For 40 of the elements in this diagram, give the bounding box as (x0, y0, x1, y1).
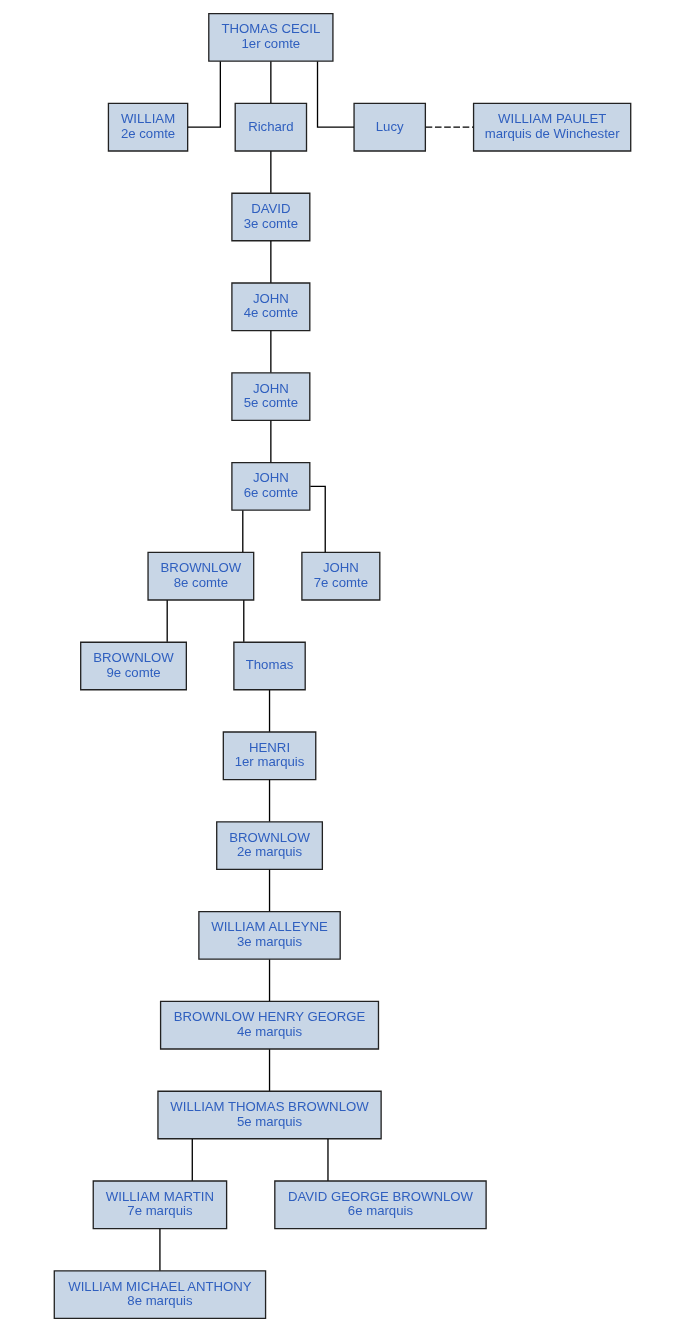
node-box: BROWNLOW 2e marquis (216, 821, 324, 871)
node-box: HENRI 1er marquis (222, 731, 317, 781)
node-box: WILLIAM THOMAS BROWNLOW 5e marquis (157, 1090, 382, 1140)
node-box: JOHN 6e comte (231, 461, 311, 511)
connector (242, 509, 244, 553)
node-box: JOHN 5e comte (231, 372, 311, 422)
connector (327, 1138, 329, 1182)
node-box: WILLIAM MARTIN 7e marquis (92, 1180, 228, 1230)
node-box: JOHN 7e comte (301, 551, 381, 601)
connector (270, 150, 272, 194)
connector (268, 689, 271, 733)
connector (425, 126, 474, 128)
node-box: DAVID GEORGE BROWNLOW 6e marquis (274, 1180, 487, 1230)
connector (270, 330, 272, 374)
node-box: BROWNLOW HENRY GEORGE 4e marquis (159, 1000, 380, 1050)
connector (268, 869, 271, 912)
node-box: JOHN 4e comte (231, 282, 311, 332)
connector (268, 958, 271, 1002)
connector (268, 779, 271, 823)
connector (166, 599, 168, 643)
connector (191, 1138, 193, 1182)
node-box: WILLIAM MICHAEL ANTHONY 8e marquis (53, 1270, 267, 1320)
node-box: Lucy (353, 102, 427, 152)
connector (159, 1228, 161, 1272)
connector (187, 60, 221, 128)
node-box: BROWNLOW 8e comte (147, 551, 255, 601)
node-box: WILLIAM ALLEYNE 3e marquis (198, 910, 341, 960)
node-box: Thomas (233, 641, 306, 691)
connector (270, 240, 272, 284)
connector (268, 1048, 271, 1092)
connector (270, 420, 272, 463)
connector (316, 60, 355, 128)
node-box: WILLIAM 2e comte (107, 102, 189, 152)
node-box: BROWNLOW 9e comte (80, 641, 187, 691)
node-box: THOMAS CECIL 1er comte (208, 12, 334, 62)
node-box: WILLIAM PAULET marquis de Winchester (472, 102, 632, 152)
connector (270, 60, 272, 104)
node-box: DAVID 3e comte (231, 192, 311, 242)
connector (243, 599, 245, 643)
node-box: Richard (234, 102, 308, 152)
